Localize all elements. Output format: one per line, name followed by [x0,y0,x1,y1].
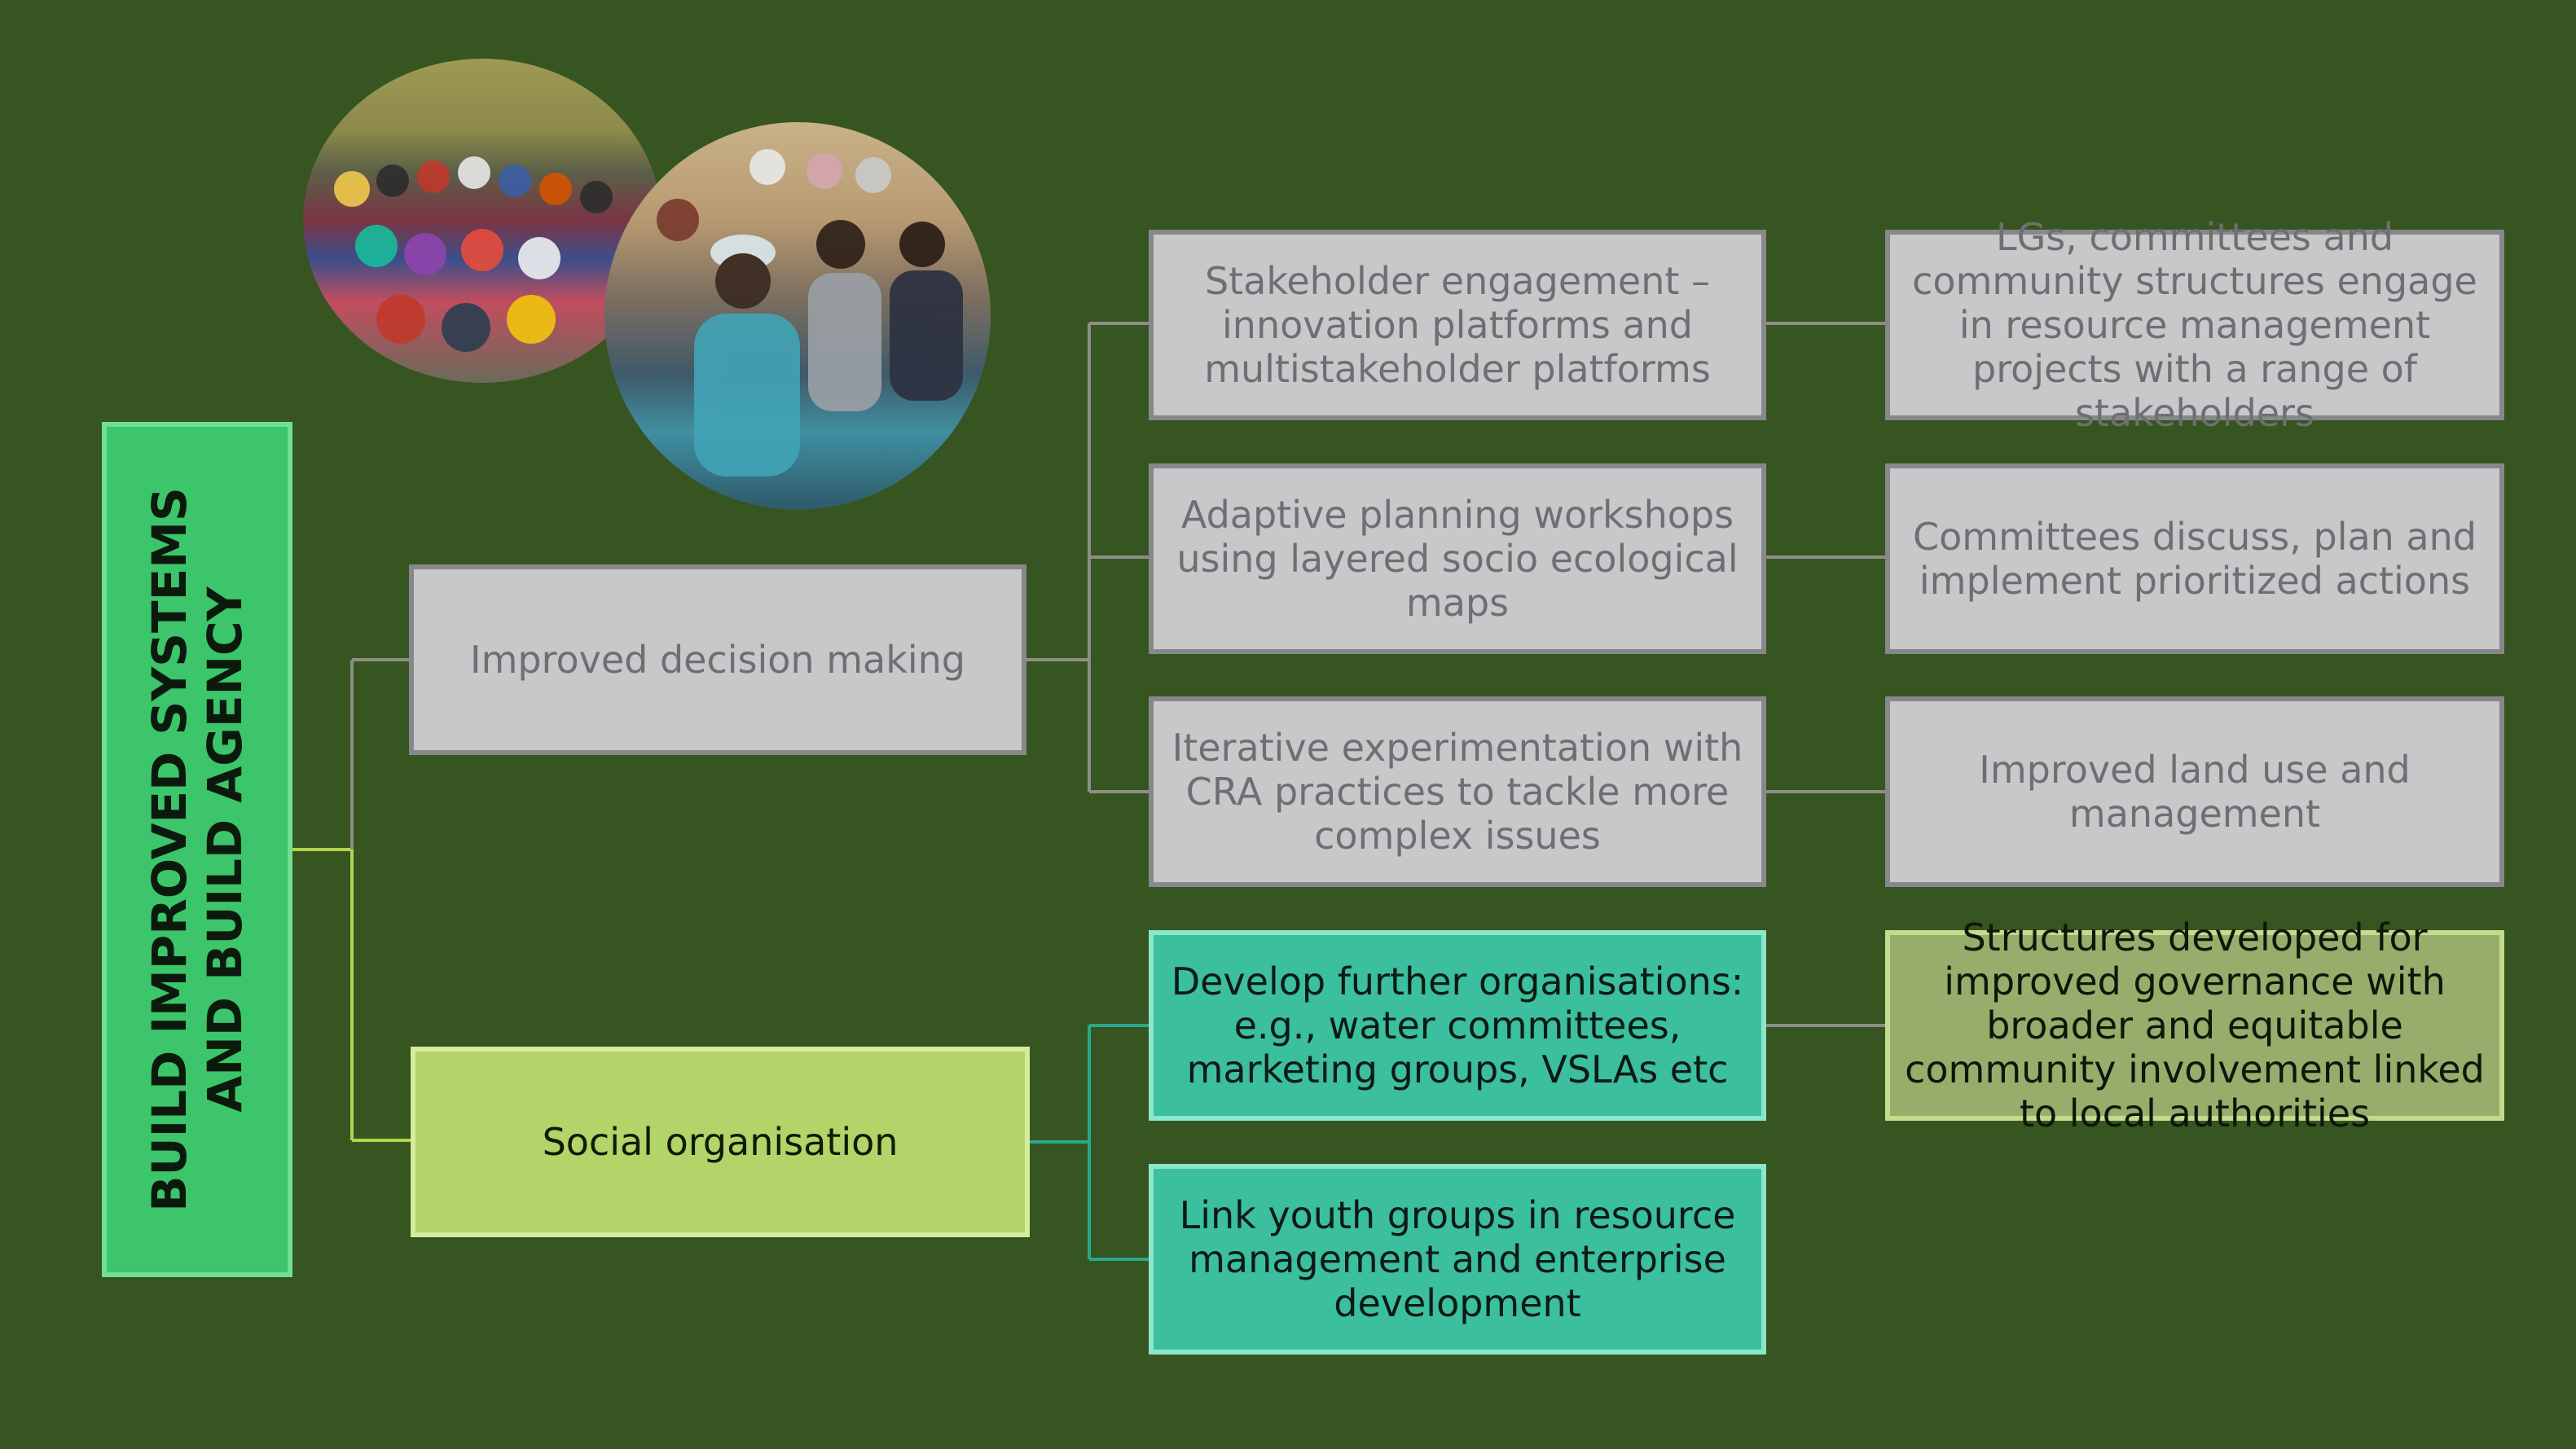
community-meeting-photo-seated-group [604,122,991,510]
branch-social-organisation: Social organisation [411,1047,1030,1237]
activity-label: Link youth groups in resource management… [1179,1193,1736,1325]
activity-link-youth-groups: Link youth groups in resource management… [1149,1164,1766,1355]
crowd-illustration [334,156,613,352]
outcome-governance-structures: Structures developed for improved govern… [1885,916,2504,1135]
root-node: BUILD IMPROVED SYSTEMS AND BUILD AGENCY [102,422,292,1277]
activity-label: Stakeholder engagement – innovation plat… [1204,259,1711,391]
outcome-label: Structures developed for improved govern… [1905,916,2485,1135]
activity-iterative-experimentation: Iterative experimentation with CRA pract… [1149,696,1766,887]
activity-label: Develop further organisations: e.g., wat… [1171,959,1744,1091]
outcome-land-use: Improved land use and management [1885,696,2504,887]
seated-people-illustration [657,149,963,476]
outcome-label: LGs, committees and community structures… [1912,215,2477,435]
root-title: BUILD IMPROVED SYSTEMS AND BUILD AGENCY [142,487,253,1212]
activity-adaptive-planning: Adaptive planning workshops using layere… [1149,463,1766,654]
outcome-committees-plan: Committees discuss, plan and implement p… [1885,463,2504,654]
activity-label: Adaptive planning workshops using layere… [1176,493,1739,625]
branch-label: Social organisation [542,1120,899,1164]
activity-stakeholder-engagement: Stakeholder engagement – innovation plat… [1149,230,1766,420]
branch-label: Improved decision making [470,638,965,682]
activity-develop-organisations: Develop further organisations: e.g., wat… [1149,930,1766,1121]
outcome-stakeholder-engagement: LGs, committees and community structures… [1885,215,2504,435]
outcome-label: Committees discuss, plan and implement p… [1913,515,2477,603]
branch-improved-decision-making: Improved decision making [409,564,1026,755]
community-meeting-photo-hillside [303,59,662,383]
activity-label: Iterative experimentation with CRA pract… [1172,726,1743,858]
outcome-label: Improved land use and management [1979,748,2411,836]
